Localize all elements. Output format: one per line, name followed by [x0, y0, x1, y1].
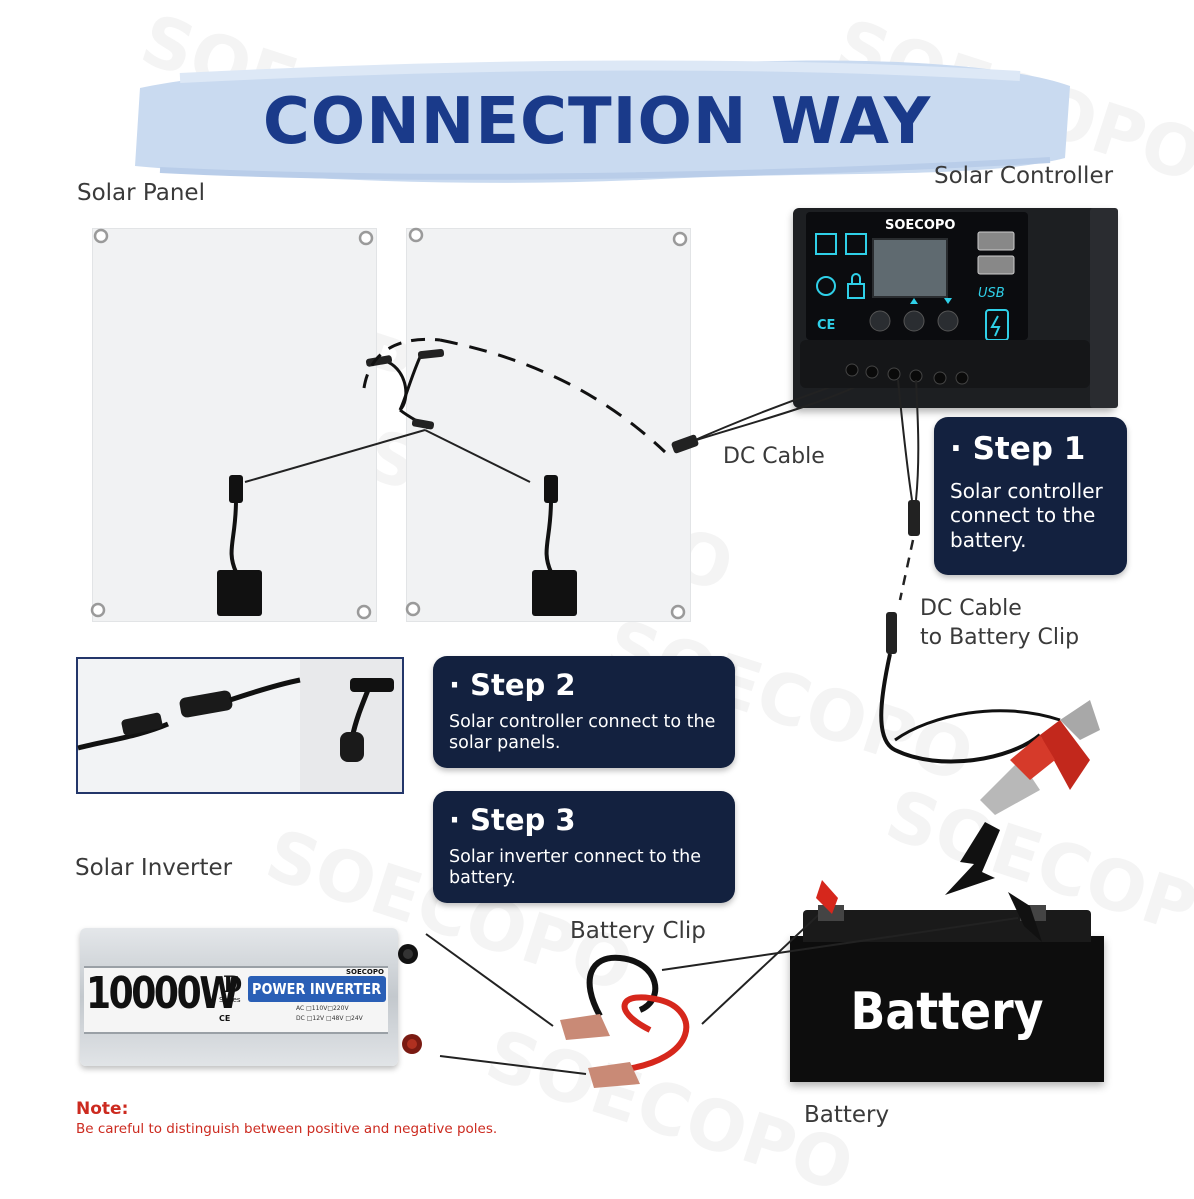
battery-clip-label: Battery Clip: [570, 918, 706, 944]
dc-cable-battery-label: DC Cable: [920, 596, 1022, 621]
note-title: Note:: [76, 1099, 129, 1119]
controller-terminals: [800, 340, 1090, 388]
panel-grommets: [90, 227, 688, 620]
step-2-bullet: ·: [449, 668, 461, 702]
controller-ce-mark: CE: [817, 318, 836, 333]
controller-brand: SOECOPO: [885, 218, 956, 233]
inverter-series-letter: D: [223, 972, 243, 998]
battery: [790, 936, 1104, 1082]
inverter-terminals: [398, 933, 587, 1075]
step-3-bullet: ·: [449, 803, 461, 837]
step-3-title-text: Step 3: [470, 803, 576, 837]
solar-inverter-label: Solar Inverter: [75, 855, 233, 881]
arrow-down-icon: [945, 822, 1000, 895]
inverter-wattage: 10000W: [86, 968, 239, 1019]
step-3-card: · Step 3 Solar inverter connect to the b…: [433, 791, 735, 903]
battery-terminals: [816, 880, 1046, 942]
inverter-dc-line: DC □12V □48V □24V: [296, 1015, 363, 1022]
battery-clip-cables: [560, 905, 1019, 1088]
y-splitter-cable: [244, 337, 667, 483]
header-brush-stroke: [135, 60, 1070, 183]
battery-label: Battery: [804, 1102, 890, 1128]
dc-cable-to-controller: [671, 379, 871, 454]
step-1-card: · Step 1 Solar controller connect to the…: [934, 417, 1127, 575]
dc-cable-to-battery-clip: [879, 379, 1061, 764]
battery-text: Battery: [850, 982, 1044, 1042]
step-2-title-text: Step 2: [470, 668, 576, 702]
step-2-card: · Step 2 Solar controller connect to the…: [433, 656, 735, 768]
controller-lcd-screen: [872, 238, 948, 298]
note-text: Be careful to distinguish between positi…: [76, 1121, 498, 1137]
step-3-description: Solar inverter connect to the battery.: [449, 847, 701, 889]
step-1-title-text: Step 1: [972, 431, 1086, 467]
battery-clip-pair-top: [980, 700, 1100, 815]
inverter-ce-mark: CE: [219, 1014, 231, 1023]
solar-panel-left: [92, 228, 377, 622]
controller-icons: [815, 231, 1015, 341]
connector-photo-cable: [77, 677, 394, 762]
panel-junction-boxes: [217, 475, 577, 616]
dc-cable-label: DC Cable: [723, 444, 825, 469]
inverter-brand: SOECOPO: [346, 968, 384, 976]
inverter-series-word: Series: [219, 996, 241, 1004]
inverter-product-banner: [248, 976, 386, 1002]
step-1-description: Solar controller connect to the battery.: [950, 479, 1103, 552]
dc-cable-battery-label-2: to Battery Clip: [920, 625, 1080, 650]
inverter-ac-line: AC □110V□220V: [296, 1005, 349, 1012]
step-3-title: · Step 3: [449, 803, 576, 837]
inverter-product-name: POWER INVERTER: [252, 980, 382, 998]
step-1-bullet: ·: [950, 431, 962, 467]
step-2-title: · Step 2: [449, 668, 576, 702]
page-title: CONNECTION WAY: [262, 85, 932, 159]
step-1-title: · Step 1: [950, 431, 1085, 467]
step-2-description: Solar controller connect to the solar pa…: [449, 712, 716, 754]
controller-side-bracket: [1090, 208, 1118, 408]
controller-usb-label: USB: [978, 286, 1005, 301]
solar-controller-label: Solar Controller: [934, 163, 1114, 189]
solar-panel-label: Solar Panel: [77, 180, 205, 206]
